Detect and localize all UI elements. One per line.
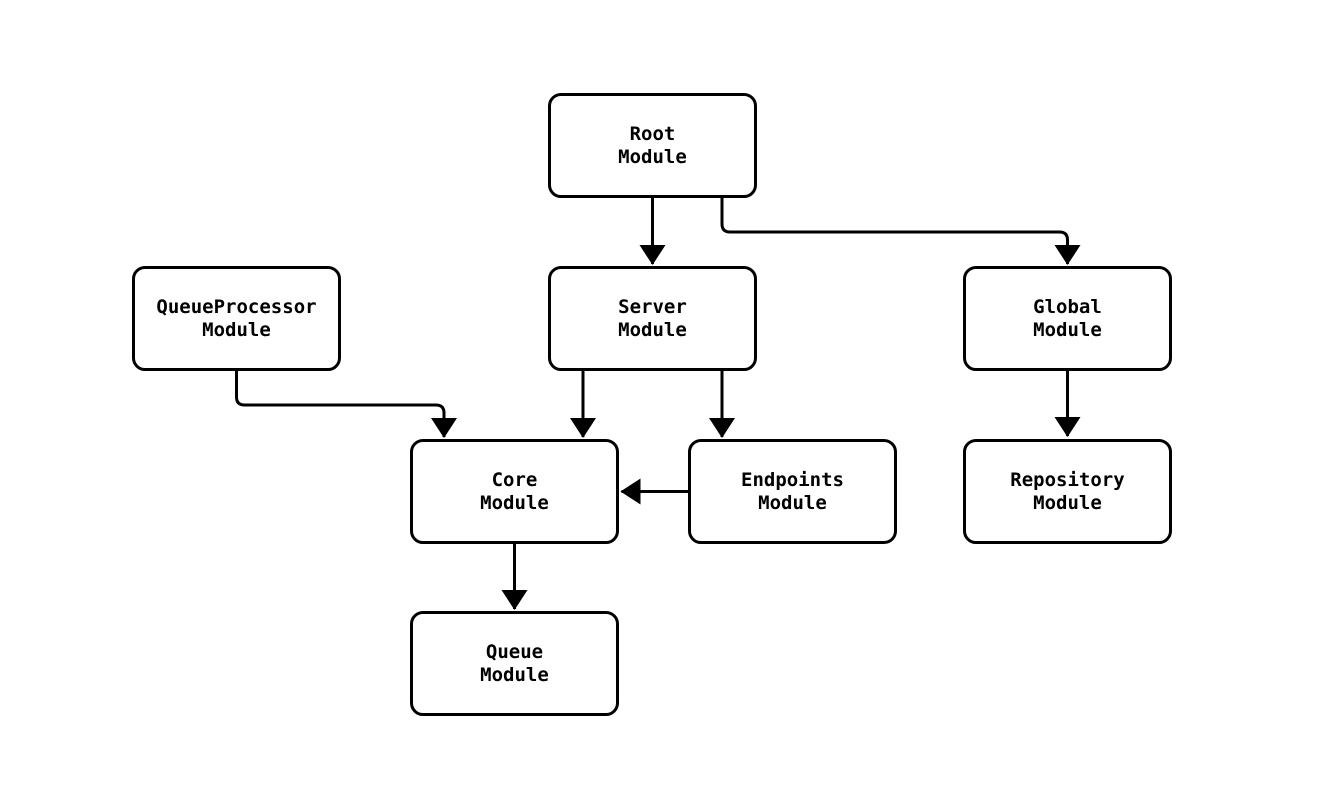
node-repository-module-label: Repository Module — [1010, 468, 1125, 514]
node-endpoints-module-label: Endpoints Module — [741, 468, 844, 514]
node-queue-module: Queue Module — [410, 611, 619, 716]
node-endpoints-module: Endpoints Module — [688, 439, 897, 544]
node-queue-module-label: Queue Module — [480, 640, 549, 686]
node-root-module-label: Root Module — [618, 122, 687, 168]
node-root-module: Root Module — [548, 93, 757, 198]
node-global-module: Global Module — [963, 266, 1172, 371]
node-queueprocessor-module-label: QueueProcessor Module — [156, 295, 317, 341]
node-queueprocessor-module: QueueProcessor Module — [132, 266, 341, 371]
node-core-module: Core Module — [410, 439, 619, 544]
node-server-module-label: Server Module — [618, 295, 687, 341]
node-repository-module: Repository Module — [963, 439, 1172, 544]
edge-queueprocessor-to-core-arrow — [235, 371, 457, 438]
node-global-module-label: Global Module — [1033, 295, 1102, 341]
edge-root-to-global-arrow — [720, 198, 1081, 265]
node-server-module: Server Module — [548, 266, 757, 371]
node-core-module-label: Core Module — [480, 468, 549, 514]
